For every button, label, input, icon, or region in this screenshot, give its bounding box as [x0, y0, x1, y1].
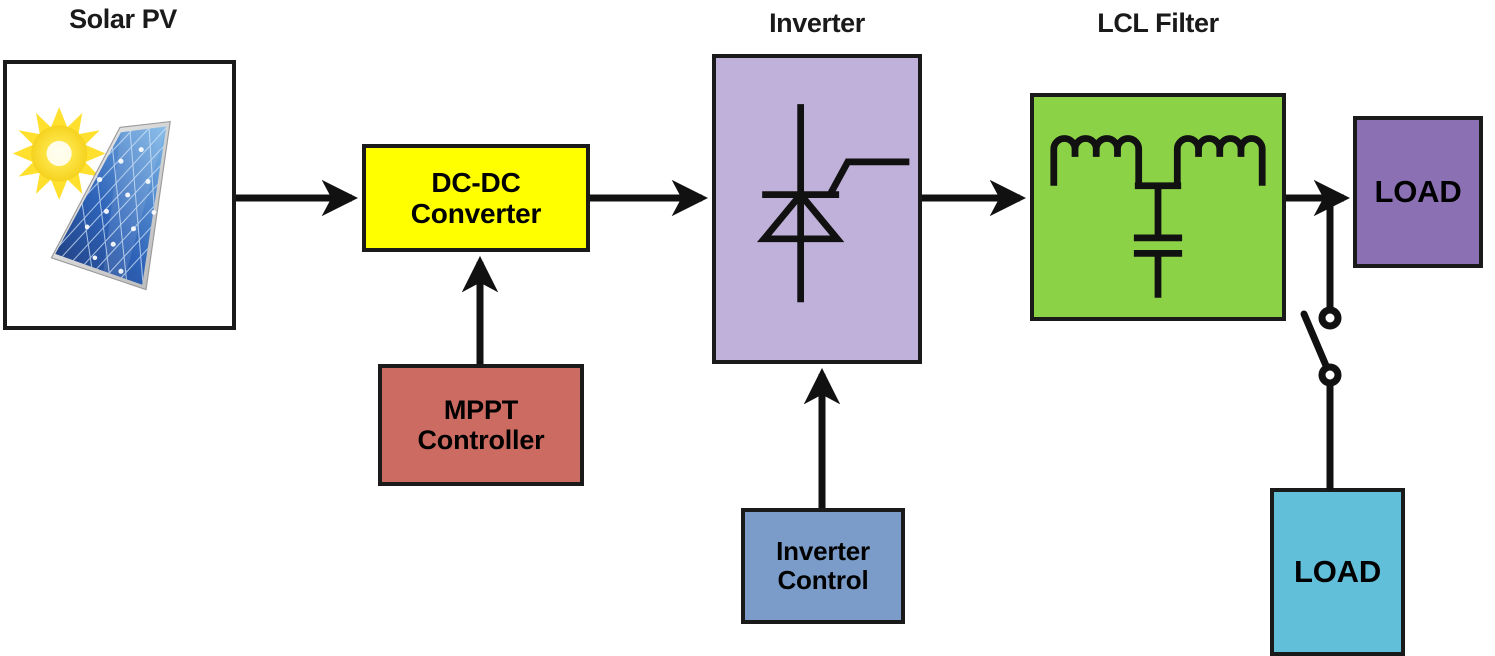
- caption-solar-pv: Solar PV: [69, 4, 177, 34]
- inverter-block[interactable]: [712, 54, 922, 364]
- mppt-controller-line1: MPPT: [443, 394, 519, 425]
- dc-dc-converter-line1: DC-DC: [431, 166, 521, 198]
- switch-blade[interactable]: [1300, 310, 1334, 379]
- load-bottom-label: LOAD: [1293, 553, 1382, 589]
- mppt-controller-line2: Controller: [417, 425, 545, 455]
- lcl-filter-block[interactable]: [1030, 93, 1286, 321]
- switch-terminal-top[interactable]: [1318, 306, 1342, 330]
- solar-pv-block[interactable]: [3, 60, 236, 330]
- caption-lcl-filter: LCL Filter: [1097, 8, 1219, 38]
- mppt-controller-block[interactable]: MPPT Controller: [378, 364, 584, 486]
- dc-dc-converter-block[interactable]: DC-DC Converter: [362, 144, 590, 252]
- thyristor-scr-symbol-icon: [756, 104, 910, 303]
- dc-dc-converter-line2: Converter: [410, 198, 542, 229]
- inverter-control-block[interactable]: Inverter Control: [741, 508, 905, 624]
- inverter-control-line1: Inverter: [776, 535, 870, 566]
- load-top-label: LOAD: [1374, 173, 1462, 209]
- caption-inverter: Inverter: [769, 8, 865, 38]
- lcl-inductor-capacitor-network-icon: [1050, 135, 1266, 298]
- load-top-block[interactable]: LOAD: [1353, 116, 1483, 268]
- load-bottom-block[interactable]: LOAD: [1270, 488, 1405, 656]
- switch-terminal-bottom[interactable]: [1318, 363, 1342, 387]
- inverter-control-line2: Control: [777, 565, 869, 595]
- solar-panel-with-sun-icon: [12, 107, 171, 291]
